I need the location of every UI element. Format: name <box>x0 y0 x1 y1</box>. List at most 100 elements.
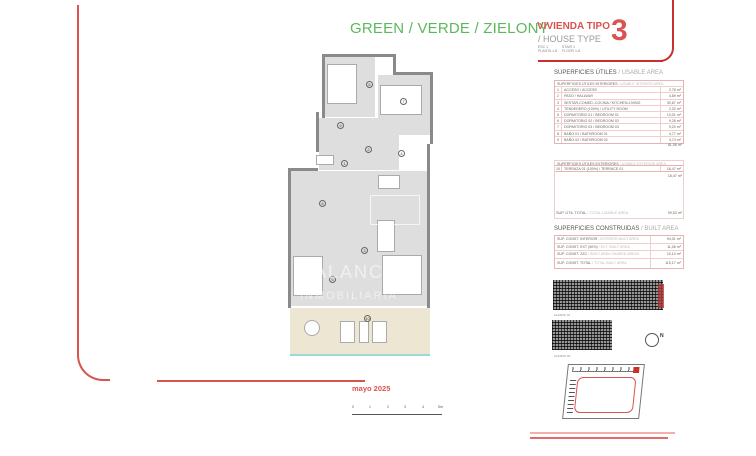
usable-interior-table: SUPERFICIES ÚTILES INTERIORES / USABLE I… <box>554 80 684 144</box>
frame-line-bottom <box>157 380 365 382</box>
esc-text: ESC 1 <box>538 45 549 49</box>
watermark-logo <box>370 195 420 225</box>
row-value: 9,28 m² <box>668 119 681 124</box>
table-header: SUPERFICIES ÚTILES INTERIORES / USABLE I… <box>555 81 683 88</box>
wall <box>393 72 433 75</box>
row-value: 4,77 m² <box>668 131 681 136</box>
interior-header-en: / USABLE INTERIOR AREA <box>618 82 664 86</box>
row-value: 3,74 m² <box>668 137 681 142</box>
row-label: SUP. CONST. INTERIOR / INTERIOR BUILT AR… <box>555 236 651 243</box>
site-plan-buildings <box>572 367 640 372</box>
elevation-01 <box>553 280 663 310</box>
bed <box>293 256 323 296</box>
frame-line-bottom-right-light <box>530 432 675 434</box>
exterior-box <box>554 160 684 219</box>
elevation-02 <box>552 320 612 350</box>
row-number: 8 <box>555 130 562 136</box>
frame-line-left <box>77 5 79 305</box>
scale-tick: 3 <box>404 405 406 409</box>
row-label: TERRAZA 01 (100%) / TERRACE 01 <box>562 166 661 172</box>
bed <box>327 64 357 104</box>
room-number-9: 9 <box>337 122 344 129</box>
usable-area-title-es: SUPERFICIES ÚTILES <box>554 70 617 76</box>
row-label: ACCESO / ACCESS <box>562 87 661 93</box>
elevation-label-2: ALZADO 02 <box>554 354 571 358</box>
wall <box>427 144 430 354</box>
site-plan <box>562 364 645 419</box>
row-number: 9 <box>555 136 562 143</box>
frame-line-bottom-right <box>530 437 668 439</box>
elevation-label-1: ALZADO 01 <box>554 313 571 317</box>
row-number: 10 <box>556 166 562 172</box>
row-label: SUP. CONST. TOTAL / TOTAL BUILT AREA <box>555 258 651 268</box>
scale-bar: 0 1 2 3 4 5m <box>352 405 443 415</box>
table-row: SUP. CONST. ZZC / BUILT AREA SHARED AREA… <box>555 251 683 259</box>
row-value: 30,67 m² <box>666 100 681 105</box>
room-number-4: 4 <box>398 150 405 157</box>
row-number: 5 <box>555 111 562 118</box>
watermark-line1: BALANCE <box>300 262 399 282</box>
room-number-2: 2 <box>365 146 372 153</box>
exterior-header-en: / USABLE EXTERIOR AREA <box>619 162 666 166</box>
row-number: 7 <box>555 124 562 130</box>
built-area-title-en: / BUILT AREA <box>641 226 679 232</box>
row-label: SUP. CONST. ZZC / BUILT AREA SHARED AREA… <box>555 251 651 258</box>
lounger <box>340 321 355 343</box>
frame-corner-top-right <box>660 0 674 62</box>
wall <box>322 54 396 57</box>
row-value: 18,47 m² <box>666 167 681 172</box>
row-number: 3 <box>555 99 562 105</box>
elevation-highlight <box>658 284 664 308</box>
scale-tick: 2 <box>387 405 389 409</box>
row-value: 2,78 m² <box>668 88 681 93</box>
row-value: 94,01 m² <box>666 237 681 241</box>
scale-tick: 1 <box>369 405 371 409</box>
row-label: PASO / HALLWAY <box>562 93 661 99</box>
total-usable-label-en: / TOTAL USABLE AREA <box>587 211 629 215</box>
development-title: GREEN / VERDE / ZIELONY <box>350 20 549 37</box>
wall <box>288 168 318 171</box>
built-area-title-es: SUPERFICIES CONSTRUIDAS <box>554 226 640 232</box>
room-number-6: 6 <box>366 81 373 88</box>
row-value: 2,32 m² <box>668 106 681 111</box>
dining-table <box>377 220 395 252</box>
row-value: 9,20 m² <box>668 125 681 130</box>
frame-corner-bottom-left <box>77 300 110 381</box>
exterior-subtotal: 18,47 m² <box>667 174 682 178</box>
north-label: N <box>660 333 664 339</box>
label-es: SUP. CONST. TOTAL <box>557 260 592 265</box>
row-label: DORMITORIO 02 / BEDROOM 02 <box>562 118 661 124</box>
row-value: 10,10 m² <box>666 252 681 256</box>
scale-tick: 5m <box>438 405 443 409</box>
watermark-text: BALANCE INMOBILIARIA <box>300 262 398 304</box>
wall <box>430 72 433 144</box>
label-es: SUP. CONST. INTERIOR <box>557 237 598 241</box>
label-en: / EXT. BUILT AREA <box>598 244 630 249</box>
house-type-label: VIVIENDA TIPO <box>537 21 610 32</box>
lounger <box>359 321 369 343</box>
wall <box>393 54 396 74</box>
label-en: / BUILT AREA SHARED AREAS <box>588 252 640 256</box>
terrace-table <box>304 320 320 336</box>
label-en: / TOTAL BUILT AREA <box>592 260 627 265</box>
row-number: 6 <box>555 118 562 124</box>
row-value: 13,01 m² <box>666 112 681 117</box>
planta-text: PLANTA 1-8 <box>538 49 558 53</box>
floor-text: FLOOR 1-8 <box>562 49 581 53</box>
row-value: 4,89 m² <box>668 94 681 99</box>
room-number-10: 10 <box>364 315 371 322</box>
usable-area-title: SUPERFICIES ÚTILES / USABLE AREA <box>554 70 663 76</box>
kitchen-counter <box>378 175 400 189</box>
watermark-line2: INMOBILIARIA <box>300 290 398 302</box>
north-arrow-icon <box>645 333 659 347</box>
row-label: DORMITORIO 03 / BEDROOM 03 <box>562 124 661 130</box>
room-number-8: 8 <box>319 200 326 207</box>
house-type-label-en: / HOUSE TYPE <box>538 34 601 44</box>
